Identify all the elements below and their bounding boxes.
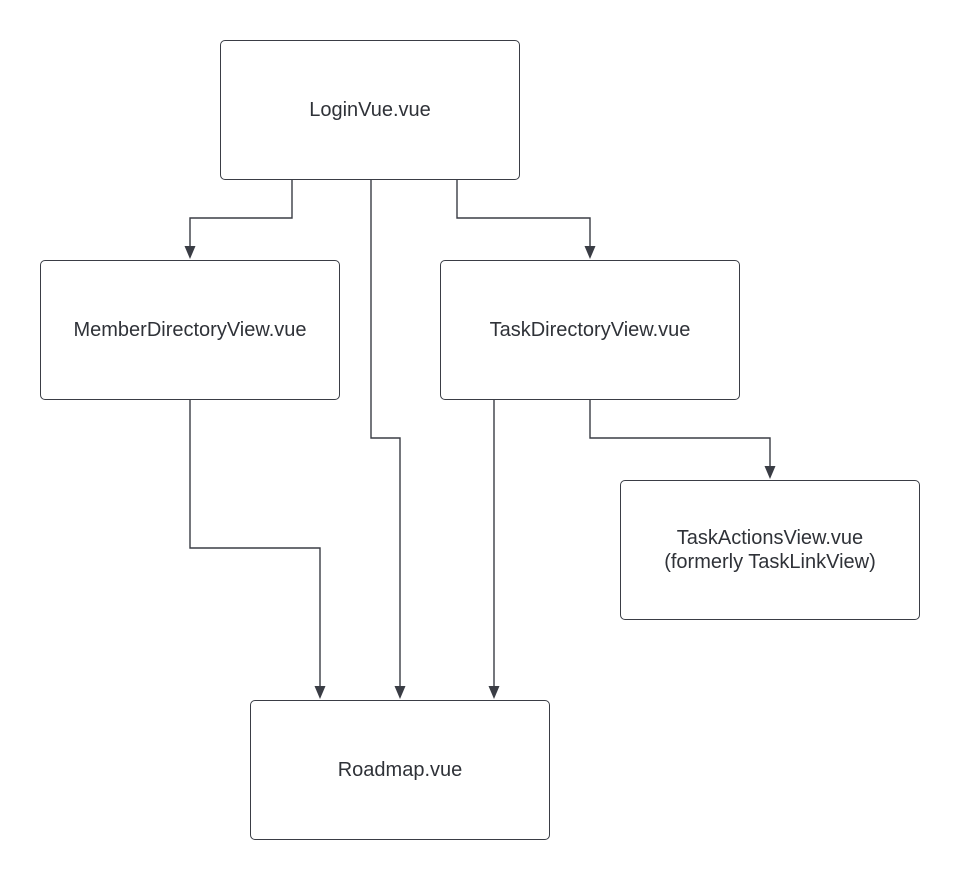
arrowhead-member-directory [184,246,196,259]
edge-login-to-member-directory [189,180,293,248]
node-label-line-2: (formerly TaskLinkView) [664,551,876,573]
edge-member-directory-to-roadmap [189,400,321,688]
node-label: Roadmap.vue [337,759,463,781]
edge-task-directory-to-task-actions [589,400,771,468]
arrowhead-task-actions [764,466,776,479]
arrowhead-roadmap-from-task [488,686,500,699]
edge-login-to-task-directory [456,180,591,248]
edge-login-to-roadmap [370,180,401,688]
node-label-group: TaskActionsView.vue (formerly TaskLinkVi… [664,526,876,574]
node-label: TaskDirectoryView.vue [489,319,691,341]
node-label: MemberDirectoryView.vue [73,319,307,341]
node-task-actions-view: TaskActionsView.vue (formerly TaskLinkVi… [620,480,920,620]
arrowhead-roadmap-from-member [314,686,326,699]
node-login-vue: LoginVue.vue [220,40,520,180]
arrowhead-roadmap-from-login [394,686,406,699]
node-task-directory-view: TaskDirectoryView.vue [440,260,740,400]
node-roadmap-vue: Roadmap.vue [250,700,550,840]
node-member-directory-view: MemberDirectoryView.vue [40,260,340,400]
node-label-line-1: TaskActionsView.vue [676,527,864,549]
node-label: LoginVue.vue [309,99,431,121]
arrowhead-task-directory [584,246,596,259]
